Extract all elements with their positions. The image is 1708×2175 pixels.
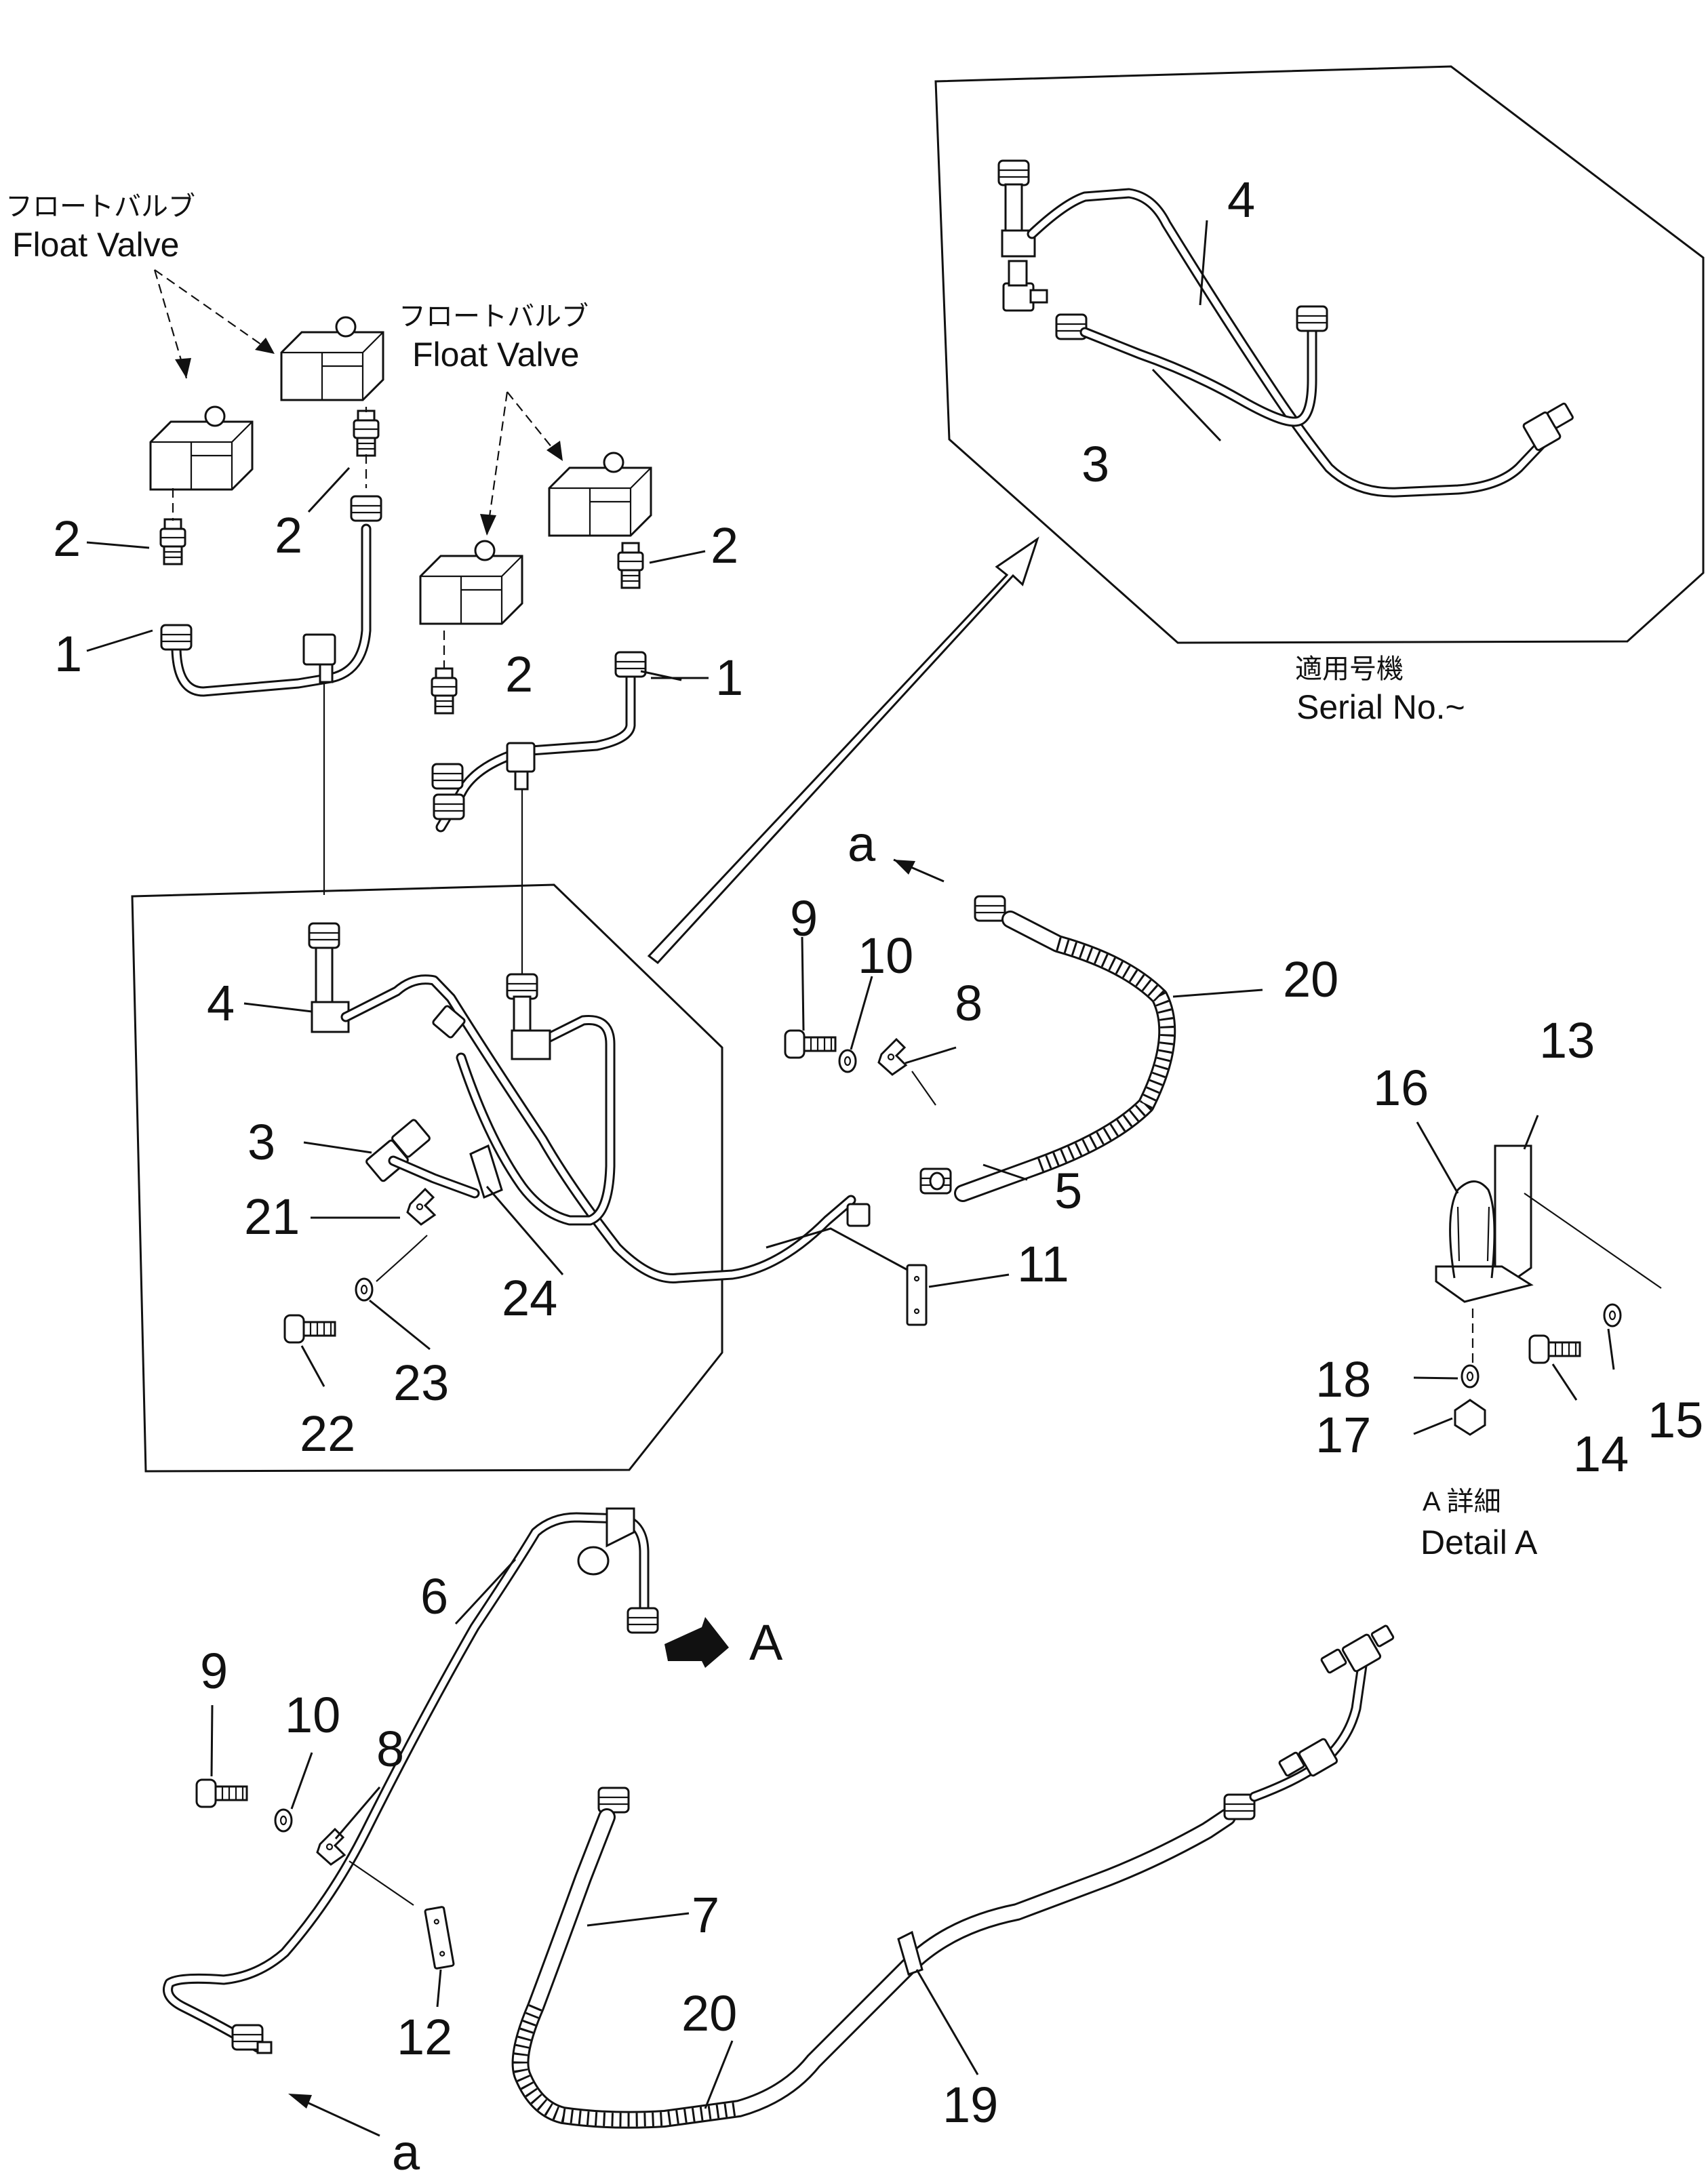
callout-23: 23 (393, 1355, 449, 1411)
detail-caption-jp: A 詳細 (1423, 1487, 1501, 1517)
callout-6: 6 (420, 1568, 448, 1624)
callout-11: 11 (1017, 1236, 1069, 1292)
adapter-fitting (617, 542, 644, 589)
float-valve-left-caption-jp: フロートバルブ (5, 192, 195, 222)
tube-nut (433, 793, 465, 820)
leader-lines (86, 220, 1615, 2109)
tube-nut (627, 1607, 659, 1634)
lower-assembly: A a (163, 1507, 1395, 2175)
tube-nut (506, 973, 538, 1000)
callout-16: 16 (1373, 1060, 1429, 1116)
callout-9: 9 (200, 1643, 228, 1699)
nut-17 (1454, 1399, 1486, 1436)
hose-assembly-upper: a (784, 816, 1176, 1326)
callout-2: 2 (505, 646, 533, 702)
callout-13: 13 (1539, 1012, 1595, 1069)
callout-4: 4 (1227, 172, 1255, 228)
serial-number-variant: 適用号機 Serial No.~ (934, 65, 1705, 726)
washer-15 (1603, 1303, 1622, 1328)
callout-1: 1 (54, 626, 82, 682)
float-valve-group-center: フロートバルブ Float Valve (399, 302, 652, 1003)
callout-12: 12 (397, 2009, 452, 2065)
washer-23 (355, 1277, 374, 1302)
serial-caption: Serial No.~ (1296, 688, 1465, 726)
adapter-fitting (431, 667, 458, 715)
callout-1: 1 (715, 650, 743, 706)
callout-8: 8 (955, 975, 982, 1031)
callout-2: 2 (53, 511, 81, 567)
clamp-24 (469, 1144, 503, 1199)
marker-a-top: a (848, 816, 876, 872)
callout-4: 4 (207, 975, 235, 1031)
float-valve-group-left: フロートバルブ Float Valve (5, 192, 384, 895)
marker-a-bottom: a (392, 2124, 420, 2175)
detail-a: A 詳細 Detail A (1421, 1144, 1662, 1561)
float-valve-1 (149, 405, 254, 491)
washer-10 (274, 1808, 293, 1833)
callout-5: 5 (1054, 1163, 1082, 1219)
callout-3: 3 (1081, 436, 1109, 492)
tube-nut (160, 624, 193, 651)
tube-nut (1296, 305, 1328, 332)
float-valve-center-caption-jp: フロートバルブ (399, 302, 589, 332)
detail-caption: Detail A (1421, 1523, 1538, 1561)
tube-nut (997, 159, 1030, 186)
bolt-9 (195, 1778, 248, 1808)
reference-arrow (647, 536, 1039, 965)
callout-21: 21 (244, 1189, 300, 1245)
callout-19: 19 (942, 2077, 998, 2133)
adapter-fitting (159, 518, 186, 565)
tube-nut (614, 651, 647, 678)
tube-nut (431, 763, 464, 790)
callout-15: 15 (1648, 1392, 1703, 1448)
callout-14: 14 (1573, 1426, 1629, 1482)
callout-9: 9 (790, 890, 818, 946)
tube-nut (350, 495, 382, 522)
callout-20: 20 (1283, 951, 1338, 1007)
serial-caption-jp: 適用号機 (1295, 654, 1404, 684)
bolt-14 (1528, 1334, 1581, 1364)
callout-22: 22 (300, 1405, 355, 1462)
callouts: 2 2 1 2 2 1 4 3 4 3 21 24 23 22 9 10 8 2… (53, 172, 1703, 2133)
washer-18 (1461, 1364, 1479, 1389)
float-valve-4 (548, 452, 652, 537)
bolt-9 (784, 1029, 837, 1059)
tube-nut (974, 895, 1006, 922)
plate-11 (906, 1264, 928, 1326)
callout-7: 7 (692, 1887, 719, 1943)
tube-nut (308, 922, 340, 949)
callout-20: 20 (681, 1985, 737, 2041)
callout-24: 24 (502, 1270, 557, 1326)
washer-10 (838, 1049, 857, 1073)
callout-18: 18 (1315, 1351, 1371, 1408)
plate-12 (424, 1905, 455, 1970)
tube-nut (597, 1787, 630, 1814)
clip-8 (877, 1038, 907, 1076)
float-valve-3 (419, 540, 523, 625)
bolt-22 (283, 1314, 336, 1344)
callout-2: 2 (275, 507, 302, 563)
float-valve-left-caption: Float Valve (12, 226, 179, 264)
float-valve-2 (280, 316, 384, 401)
callout-2: 2 (711, 517, 738, 574)
adapter-fitting (353, 410, 380, 457)
callout-8: 8 (376, 1721, 404, 1777)
marker-A: A (749, 1614, 783, 1671)
boxed-subassembly (131, 883, 919, 1473)
callout-10: 10 (285, 1687, 340, 1743)
float-valve-center-caption: Float Valve (412, 336, 579, 374)
clip-21 (406, 1188, 436, 1226)
callout-3: 3 (247, 1114, 275, 1170)
callout-17: 17 (1315, 1407, 1371, 1463)
callout-10: 10 (858, 927, 913, 984)
